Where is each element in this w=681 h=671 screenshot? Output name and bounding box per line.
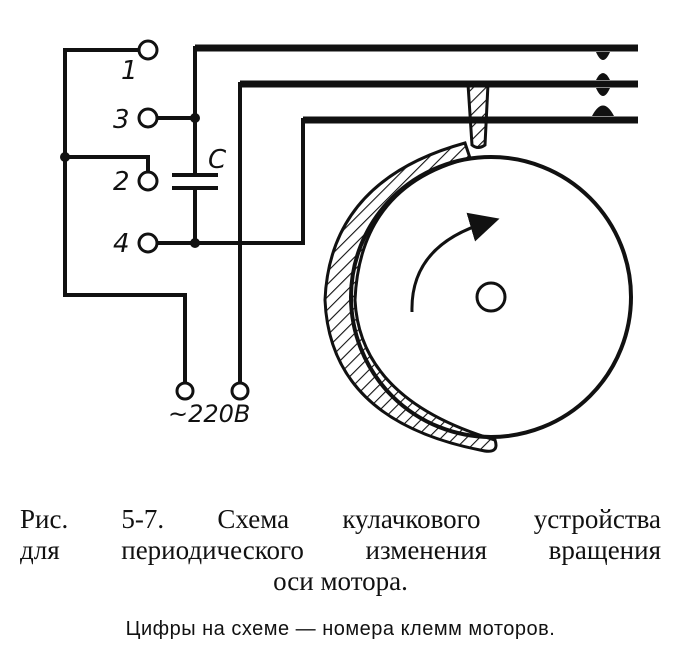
rotation-arrow: [410, 212, 500, 313]
contact-points: [592, 52, 614, 116]
caption-line: Рис. 5-7. Схема кулачкового устройства: [20, 504, 661, 534]
terminal-1-circle: [137, 39, 159, 61]
supply-terminal-left: [175, 381, 195, 401]
cam-device-circuit-diagram: 1 3 2 4 C ~220В: [60, 39, 638, 453]
cam-disk: [349, 155, 633, 439]
terminal-label: 4: [113, 229, 130, 259]
terminal-2-circle: [137, 170, 159, 192]
terminal-label: 1: [121, 56, 138, 86]
junction-dot: [190, 113, 200, 123]
figure-note: Цифры на схеме — номера клемм моторов.: [125, 618, 556, 640]
terminal-4-circle: [137, 232, 159, 254]
terminal-3-circle: [137, 107, 159, 129]
wire-terminal-2: [63, 155, 150, 174]
supply-voltage-label: ~220В: [168, 400, 250, 428]
cam-axle: [475, 281, 507, 313]
cam-lobe-hatched: [323, 141, 498, 453]
wire-terminal-4: [155, 118, 305, 245]
cam-follower-pin: [466, 82, 490, 149]
capacitor-label: C: [208, 145, 227, 175]
caption-line: для периодического изменения вращения: [20, 535, 661, 565]
junction-dot: [60, 152, 70, 162]
terminal-label: 3: [113, 105, 130, 135]
terminal-label: 2: [113, 167, 130, 197]
junction-dot: [190, 238, 200, 248]
caption-line: оси мотора.: [273, 566, 408, 596]
wire-terminal-1: [63, 48, 187, 385]
figure-caption: Рис. 5-7. Схема кулачкового устройства д…: [20, 504, 661, 597]
supply-terminal-right: [230, 381, 250, 401]
